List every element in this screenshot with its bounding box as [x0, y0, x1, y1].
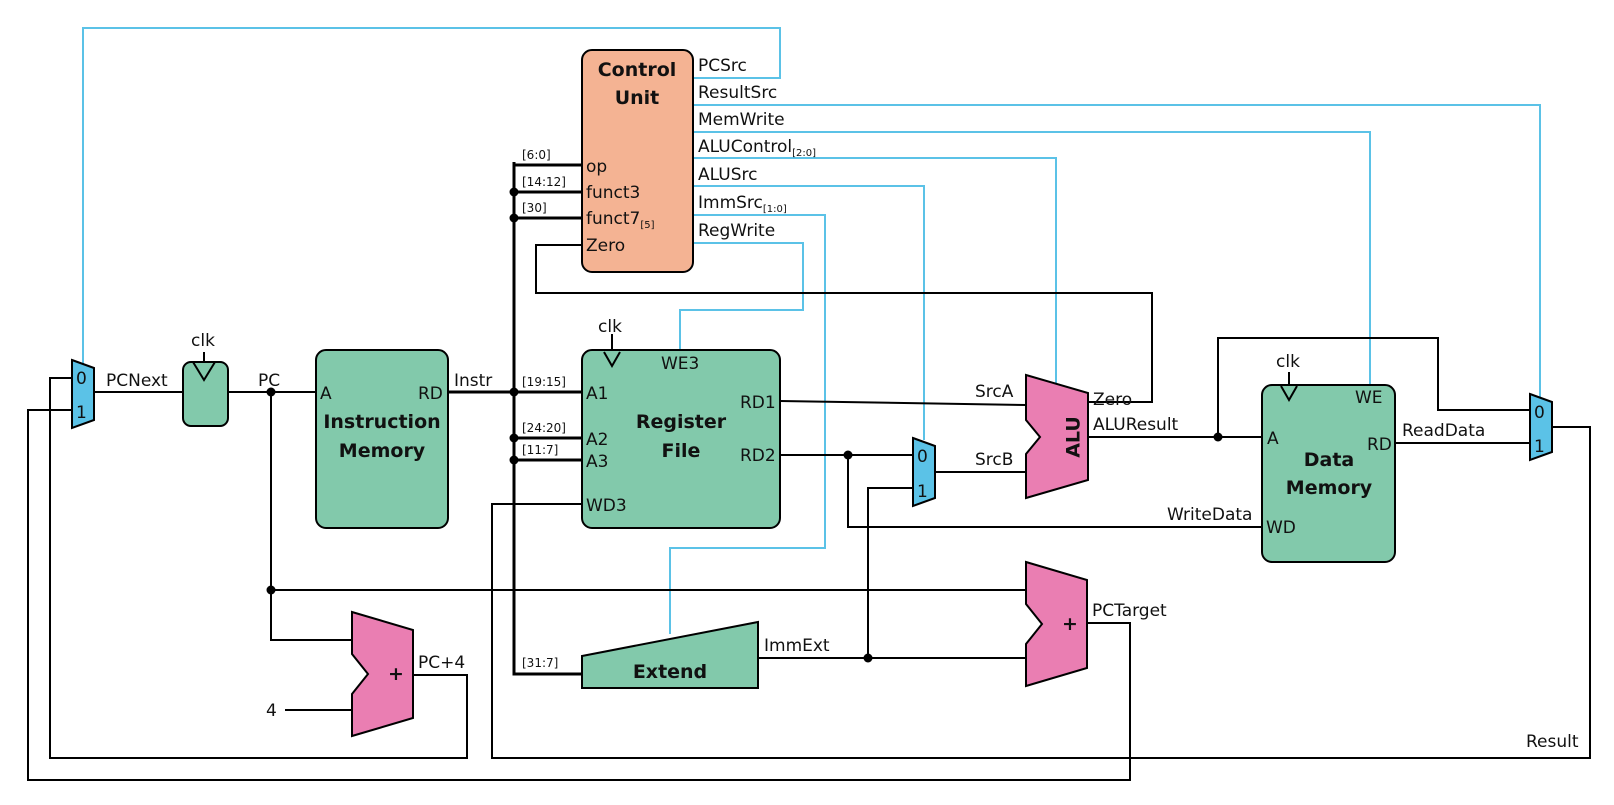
control-unit-title-2: Unit: [615, 87, 660, 109]
writedata-label: WriteData: [1167, 505, 1252, 525]
bitfield-labels: [6:0] [14:12] [30] [19:15] [24:20] [11:7…: [522, 148, 566, 670]
result-mux-in0: 0: [1534, 403, 1545, 423]
alu-label: ALU: [1063, 416, 1085, 458]
pcplus4-label: PC+4: [418, 653, 465, 673]
dmem-port-a: A: [1267, 429, 1279, 449]
alu-zero: Zero: [1093, 390, 1132, 410]
dmem-port-rd: RD: [1367, 435, 1392, 455]
bitfield-a1: [19:15]: [522, 375, 566, 389]
srcb-mux-in1: 1: [917, 482, 928, 502]
alucontrol-wire: [693, 157, 1057, 385]
control-signal-labels: PCSrc ResultSrc MemWrite ALUControl[2:0]…: [698, 56, 816, 241]
bitfield-a3: [11:7]: [522, 443, 558, 457]
datapath-wires: [27, 162, 1591, 781]
immext-label: ImmExt: [764, 636, 830, 656]
imem-port-a: A: [320, 384, 332, 404]
bitfield-imm: [31:7]: [522, 656, 558, 670]
control-unit-title-1: Control: [598, 59, 677, 81]
control-unit-funct3: funct3: [586, 183, 640, 203]
control-unit-zero: Zero: [586, 236, 625, 256]
regfile-rd1: RD1: [740, 393, 776, 413]
srca-label: SrcA: [975, 382, 1014, 402]
resultsrc-label: ResultSrc: [698, 83, 777, 103]
pctarget-adder: +: [1025, 560, 1088, 688]
regfile-wd3: WD3: [586, 496, 627, 516]
data-memory: clk WE A RD WD Data Memory: [1261, 352, 1396, 563]
pc-register-clk: clk: [191, 331, 215, 351]
regfile-title-2: File: [662, 440, 701, 462]
bitfield-op: [6:0]: [522, 148, 551, 162]
control-wires: [82, 27, 1541, 634]
resultsrc-wire: [693, 104, 1541, 404]
constant-four: 4: [266, 701, 277, 721]
register-file: clk WE3 A1 A2 A3 WD3 RD1 RD2 Register Fi…: [581, 317, 781, 529]
memwrite-wire: [693, 131, 1371, 384]
regfile-a1: A1: [586, 384, 608, 404]
regfile-a3: A3: [586, 452, 608, 472]
dmem-title-2: Memory: [1286, 477, 1373, 499]
pc-mux-in1: 1: [76, 403, 87, 423]
result-mux-in1: 1: [1534, 437, 1545, 457]
dmem-port-wd: WD: [1266, 518, 1296, 538]
instr-label: Instr: [454, 371, 492, 391]
dmem-clk: clk: [1276, 352, 1300, 372]
pc-label: PC: [258, 371, 280, 391]
bitfield-funct3: [14:12]: [522, 175, 566, 189]
pcplus4-adder: +: [351, 610, 414, 738]
alusrc-label: ALUSrc: [698, 165, 757, 185]
regfile-a2: A2: [586, 430, 608, 450]
result-mux: 0 1: [1529, 392, 1553, 462]
regwrite-label: RegWrite: [698, 221, 775, 241]
junction-dots: [266, 187, 1223, 663]
signal-labels: PCNext PC Instr PC+4 4 SrcA SrcB ALUResu…: [106, 371, 1579, 752]
regfile-title-1: Register: [636, 411, 727, 433]
alu: ALU Zero: [1025, 373, 1132, 500]
regfile-rd2: RD2: [740, 446, 776, 466]
pc-register: clk: [182, 331, 229, 427]
immsrc-label: ImmSrc[1:0]: [698, 193, 787, 215]
immsrc-wire: [669, 214, 826, 634]
dmem-title-1: Data: [1304, 449, 1355, 471]
pctarget-adder-plus: +: [1062, 613, 1078, 635]
regfile-clk: clk: [598, 317, 622, 337]
regfile-we3: WE3: [661, 354, 699, 374]
bitfield-funct7: [30]: [522, 201, 547, 215]
regwrite-wire: [679, 242, 804, 352]
control-unit-funct7: funct7[5]: [586, 209, 655, 231]
dmem-we: WE: [1355, 388, 1383, 408]
aluresult-label: ALUResult: [1093, 415, 1179, 435]
control-unit-op: op: [586, 157, 607, 177]
readdata-label: ReadData: [1402, 421, 1485, 441]
imem-port-rd: RD: [418, 384, 443, 404]
srcb-mux: 0 1: [912, 436, 936, 508]
extend-label: Extend: [633, 661, 707, 683]
bitfield-a2: [24:20]: [522, 421, 566, 435]
imem-title-2: Memory: [339, 440, 426, 462]
result-label: Result: [1526, 732, 1579, 752]
control-unit: Control Unit op funct3 funct7[5] Zero: [581, 49, 694, 273]
alucontrol-label: ALUControl[2:0]: [698, 137, 816, 159]
srcb-mux-in0: 0: [917, 447, 928, 467]
imem-title-1: Instruction: [323, 411, 440, 433]
srcb-label: SrcB: [975, 450, 1013, 470]
alusrc-wire: [693, 185, 925, 440]
pcnext-label: PCNext: [106, 371, 168, 391]
pc-mux-in0: 0: [76, 369, 87, 389]
pc-mux: 0 1: [71, 358, 95, 430]
pctarget-label: PCTarget: [1092, 601, 1167, 621]
pcsrc-label: PCSrc: [698, 56, 747, 76]
memwrite-label: MemWrite: [698, 110, 785, 130]
instruction-memory: A RD Instruction Memory: [315, 349, 449, 529]
extend-unit: Extend: [581, 620, 759, 689]
pcplus4-adder-plus: +: [388, 663, 404, 685]
pcsrc-wire: [82, 27, 781, 366]
